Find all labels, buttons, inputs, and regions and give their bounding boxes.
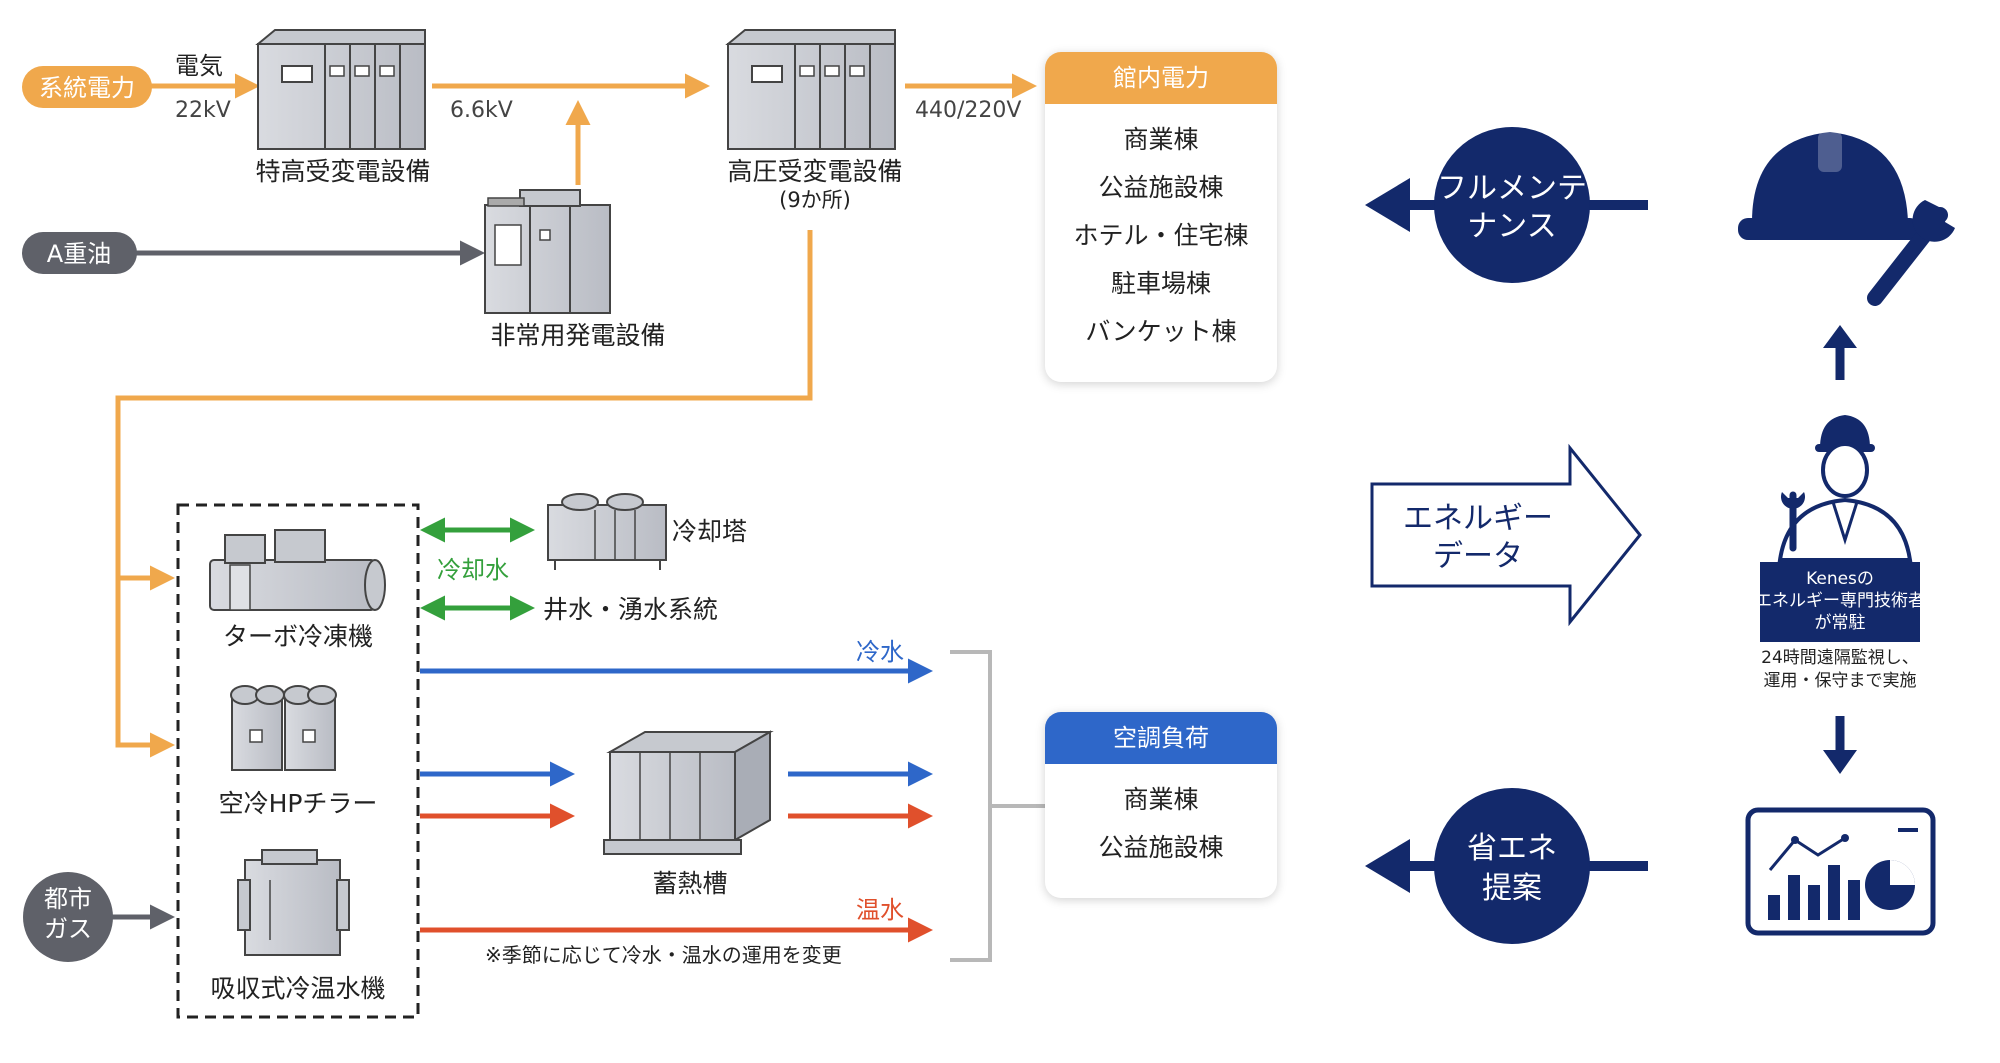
saving-line1: 省エネ	[1467, 831, 1557, 866]
thermal-storage-tank-icon	[603, 730, 774, 855]
staff-desc-line2: 運用・保守まで実施	[1764, 671, 1917, 691]
arrow-hv-to-hp-chiller	[115, 230, 813, 758]
heavy-oil-pill: A重油	[22, 232, 137, 274]
building-power-title: 館内電力	[1045, 52, 1277, 104]
supply-bracket	[950, 650, 992, 962]
building-power-item: バンケット棟	[1085, 317, 1237, 346]
power-flow-lines	[115, 73, 1037, 758]
energy-saving-proposal-arrow: 省エネ 提案	[1365, 788, 1648, 944]
staff-badge-line2: エネルギー専門技術者	[1755, 591, 1925, 611]
grid-power-pill: 系統電力	[22, 66, 152, 108]
emergency-generator-label: 非常用発電設備	[490, 321, 665, 350]
turbo-chiller-icon	[209, 529, 386, 611]
voltage-440-220v: 440/220V	[915, 98, 1021, 123]
full-maintenance-line1: フルメンテ	[1437, 171, 1587, 206]
hvac-load-card: 空調負荷 商業棟 公益施設棟	[1045, 712, 1277, 898]
city-gas-line2: ガス	[44, 915, 92, 943]
energy-data-arrow: エネルギー データ	[1370, 443, 1642, 627]
helmet-wrench-icon	[1738, 132, 1955, 306]
cooling-tower-label: 冷却塔	[672, 517, 747, 546]
staff-badge	[1760, 562, 1920, 642]
energy-data-line1: エネルギー	[1403, 501, 1553, 536]
heavy-oil-label: A重油	[47, 240, 111, 268]
hv-substation-label: 高圧受変電設備	[727, 157, 902, 186]
absorption-chiller-icon	[237, 849, 350, 956]
building-power-card: 館内電力 商業棟 公益施設棟 ホテル・住宅棟 駐車場棟 バンケット棟	[1045, 52, 1277, 382]
building-power-item: 商業棟	[1123, 125, 1199, 154]
city-gas-circle: 都市 ガス	[23, 872, 113, 962]
hvac-load-item: 商業棟	[1123, 785, 1199, 814]
chilled-water-label: 冷水	[856, 638, 904, 666]
voltage-22kv: 22kV	[175, 98, 231, 123]
special-hv-label: 特高受変電設備	[255, 157, 430, 186]
hp-chiller-icon	[230, 685, 337, 771]
hvac-load-title: 空調負荷	[1045, 712, 1277, 764]
full-maintenance-line2: ナンス	[1467, 209, 1556, 244]
analytics-dashboard-icon	[1745, 807, 1936, 936]
staff-badge-line3: が常駐	[1815, 613, 1866, 633]
hot-water-label: 温水	[856, 896, 904, 924]
cooling-water-label: 冷却水	[437, 556, 509, 584]
city-gas-line1: 都市	[44, 885, 92, 913]
turbo-chiller-label: ターボ冷凍機	[223, 622, 373, 651]
seasonal-note: ※季節に応じて冷水・温水の運用を変更	[485, 943, 842, 967]
absorption-chiller-label: 吸収式冷温水機	[210, 974, 385, 1003]
saving-line2: 提案	[1482, 871, 1542, 906]
staff-badge-line1: Kenesの	[1806, 569, 1874, 589]
emergency-generator-icon	[484, 189, 611, 314]
grid-power-label: 系統電力	[39, 74, 135, 102]
full-maintenance-arrow: フルメンテ ナンス	[1365, 127, 1648, 283]
staff-desc-line1: 24時間遠隔監視し、	[1761, 648, 1919, 668]
heat-source-equipment-group	[176, 503, 420, 1019]
cooling-tower-icon	[547, 493, 667, 570]
building-power-item: ホテル・住宅棟	[1073, 221, 1249, 250]
building-power-item: 公益施設棟	[1098, 173, 1224, 202]
hp-chiller-label: 空冷HPチラー	[219, 789, 378, 818]
arrow-up-head	[1823, 325, 1857, 348]
electricity-label: 電気	[175, 52, 223, 80]
engineer-icon	[1777, 415, 1913, 562]
well-water-label: 井水・湧水系統	[543, 595, 718, 624]
building-power-item: 駐車場棟	[1110, 269, 1211, 298]
hv-substation-count: (9か所)	[779, 188, 851, 212]
special-hv-substation-icon	[255, 29, 426, 150]
thermal-storage-label: 蓄熱槽	[652, 869, 727, 898]
hv-substation-icon	[725, 29, 896, 150]
energy-data-line2: データ	[1433, 539, 1523, 574]
voltage-6-6kv: 6.6kV	[450, 98, 513, 123]
hvac-load-item: 公益施設棟	[1098, 833, 1224, 862]
arrow-down-head	[1823, 750, 1857, 774]
